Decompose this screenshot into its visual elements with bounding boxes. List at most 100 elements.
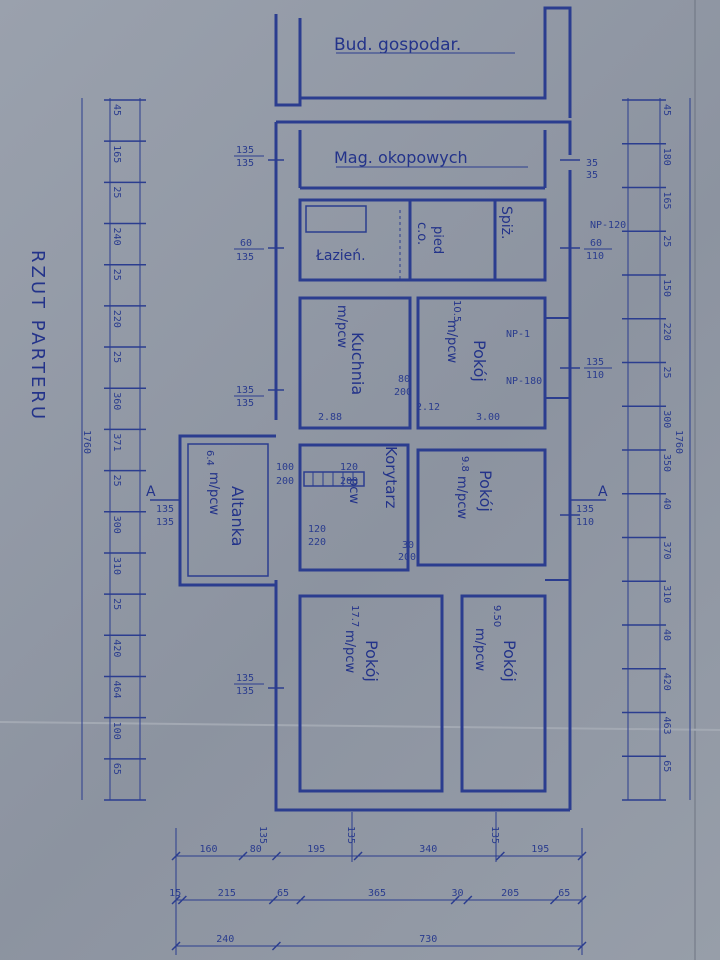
label-pokoj4-mat: m/pcw xyxy=(472,628,487,671)
left-dimension-value: 300 xyxy=(111,516,122,534)
left-dimension-value: 45 xyxy=(111,104,122,116)
label-pokoj2-area: 9.8 xyxy=(459,456,470,472)
opening-bottom: 135 xyxy=(236,398,254,409)
bottom-dimension-value: 240 xyxy=(216,934,234,945)
note-np3: NP-120 xyxy=(590,220,626,231)
right-dimension-value: 350 xyxy=(661,454,672,472)
stairs xyxy=(303,471,365,487)
label-pokoj4: Pokój xyxy=(500,640,519,682)
opening-bottom: 135 xyxy=(236,686,254,697)
dimension-tick xyxy=(271,941,281,951)
label-korytarz-mat: pcw xyxy=(346,478,361,504)
label-altanka: Altanka xyxy=(228,486,247,546)
opening-top: 60 xyxy=(590,238,602,249)
right-dimension-value: 310 xyxy=(661,585,672,603)
dim-200: 200 xyxy=(398,552,416,563)
label-lazienka: Łazień. xyxy=(315,248,366,264)
opening-bottom: 220 xyxy=(308,537,326,548)
bottom-dimension-value: 730 xyxy=(419,934,437,945)
dimension-tick xyxy=(495,851,505,861)
wall-bud-right xyxy=(300,6,572,118)
wall-bud-left xyxy=(274,14,302,107)
opening-bottom: 135 xyxy=(156,517,174,528)
left-dimension-value: 220 xyxy=(111,310,122,328)
opening-bottom: 200 xyxy=(340,476,358,487)
label-altanka-mat: m/pcw xyxy=(206,472,221,515)
dimension-tick xyxy=(171,941,181,951)
label-co: c.o. xyxy=(414,222,429,245)
wall-room3 xyxy=(298,594,444,793)
dimension-tick xyxy=(296,895,306,905)
section-a-right: A xyxy=(598,484,608,500)
opening-top: 35 xyxy=(586,158,598,169)
opening-notes: 135 135 60 135 135 135 135 135 35 35 60 … xyxy=(146,145,626,697)
right-dimension-value: 150 xyxy=(661,279,672,297)
dimension-tick xyxy=(171,851,181,861)
opening-top: 60 xyxy=(240,238,252,249)
opening-bottom: 200 xyxy=(394,387,412,398)
bottom-dimension-value: 195 xyxy=(531,844,549,855)
right-dimension-value: 180 xyxy=(661,148,672,166)
bottom-dimension-value: 340 xyxy=(419,844,437,855)
opening-bottom: 110 xyxy=(586,370,604,381)
label-kuchnia: Kuchnia xyxy=(348,332,367,395)
right-dimension-value: 300 xyxy=(661,410,672,428)
label-pokoj2-mat: m/pcw xyxy=(454,476,469,519)
dimension-tick xyxy=(268,895,278,905)
bottom-mark-value: 135 xyxy=(257,826,268,844)
dim-300: 3.00 xyxy=(476,412,500,423)
label-spiz: Spiż. xyxy=(498,206,514,239)
note-np1: NP-1 xyxy=(506,329,530,340)
dimension-tick xyxy=(171,895,181,905)
note-np2: NP-180 xyxy=(506,376,542,387)
left-dimension-value: 240 xyxy=(111,228,122,246)
right-dimension-value: 40 xyxy=(661,498,672,510)
label-pokoj1: Pokój xyxy=(470,340,489,382)
dimension-tick xyxy=(577,851,587,861)
left-dimension-chain: 1760 45165252402522025360371253003102542… xyxy=(81,98,146,801)
left-dimension-value: 25 xyxy=(111,351,122,363)
bottom-dimension-value: 65 xyxy=(558,888,570,899)
right-dimension-value: 25 xyxy=(661,235,672,247)
wall-top xyxy=(276,120,572,155)
left-total: 1760 xyxy=(81,430,92,454)
label-pokoj1-area: 10.5 xyxy=(451,300,462,322)
section-a-left: A xyxy=(146,484,156,500)
bathtub xyxy=(305,205,367,233)
left-dimension-value: 25 xyxy=(111,269,122,281)
right-dimension-value: 463 xyxy=(661,717,672,735)
dimension-tick xyxy=(450,895,460,905)
label-pokoj3-area: 17.7 xyxy=(349,605,360,627)
label-pokoj4-area: 9.50 xyxy=(491,605,502,627)
right-dimension-value: 25 xyxy=(661,367,672,379)
opening-top: 135 xyxy=(586,357,604,368)
sheet-title: RZUT PARTERU xyxy=(27,250,48,422)
opening-top: 135 xyxy=(236,145,254,156)
label-pokoj3: Pokój xyxy=(362,640,381,682)
bottom-mark-value: 135 xyxy=(489,826,500,844)
left-dimension-value: 420 xyxy=(111,639,122,657)
dimension-tick xyxy=(577,895,587,905)
bottom-dimension-value: 80 xyxy=(250,844,262,855)
opening-top: 135 xyxy=(156,504,174,515)
dimension-tick xyxy=(353,851,363,861)
wall-bottom xyxy=(274,580,570,812)
opening-bottom: 200 xyxy=(276,476,294,487)
bottom-mark-value: 135 xyxy=(345,826,356,844)
dimension-tick xyxy=(177,895,187,905)
opening-top: 120 xyxy=(340,462,358,473)
right-dimension-value: 370 xyxy=(661,542,672,560)
wall-corridor xyxy=(298,443,410,572)
opening-top: 120 xyxy=(308,524,326,535)
left-dimension-value: 25 xyxy=(111,475,122,487)
wall-altanka xyxy=(178,434,276,587)
left-dimension-value: 310 xyxy=(111,557,122,575)
wall-bathroom xyxy=(298,198,412,282)
dim-288: 2.88 xyxy=(318,412,342,423)
label-bud-gospodar: Bud. gospodar. xyxy=(334,35,461,55)
left-dimension-value: 464 xyxy=(111,680,122,698)
opening-bottom: 135 xyxy=(236,252,254,263)
